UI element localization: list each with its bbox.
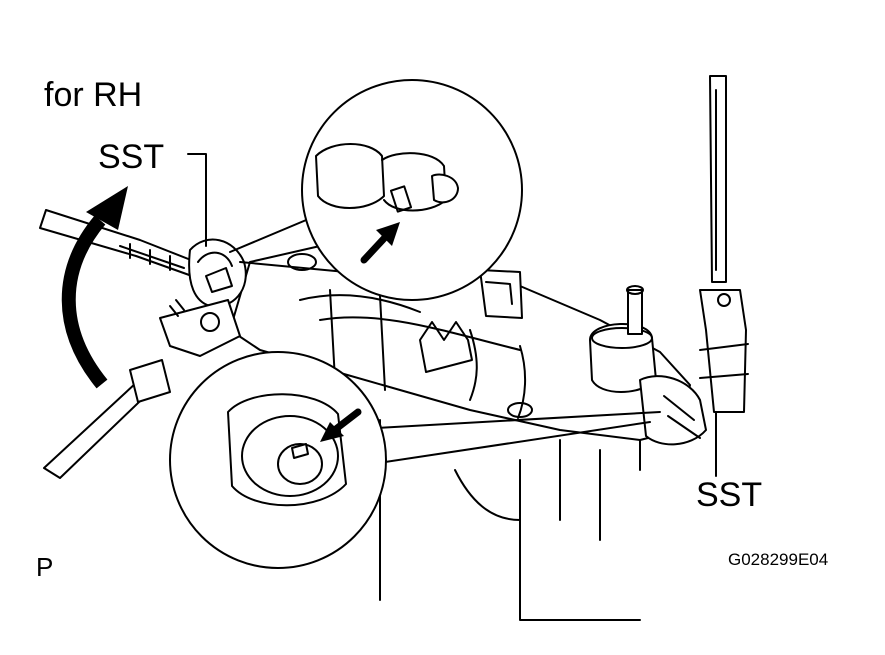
sst-label-upper: SST bbox=[98, 138, 165, 176]
pinion-valve-housing bbox=[589, 285, 657, 393]
right-tie-rod bbox=[699, 75, 749, 413]
sst-tool-left bbox=[159, 238, 247, 357]
arrow-upper-icon bbox=[360, 222, 400, 264]
sst-label-lower: SST bbox=[696, 476, 763, 514]
rotation-arrow-icon bbox=[61, 186, 128, 389]
page-marker: P bbox=[36, 552, 54, 582]
right-rack-end bbox=[639, 375, 707, 446]
detail-callout-upper bbox=[229, 79, 523, 301]
arrow-lower-icon bbox=[320, 408, 362, 442]
detail-callout-lower bbox=[169, 351, 661, 569]
side-label: for RH bbox=[44, 76, 143, 114]
left-tie-rod bbox=[39, 209, 197, 479]
sst-upper-leader bbox=[187, 153, 207, 247]
rack-housing bbox=[229, 245, 691, 621]
figure-code: G028299E04 bbox=[728, 550, 829, 569]
